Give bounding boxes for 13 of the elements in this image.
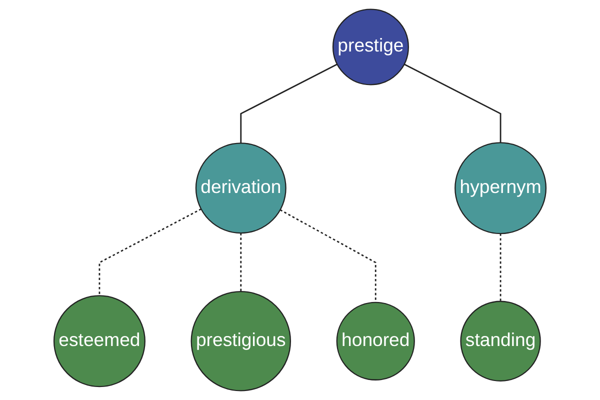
node-circle: esteemed — [53, 295, 146, 388]
connector — [98, 208, 202, 296]
connector — [240, 233, 242, 292]
connector — [500, 234, 502, 302]
node-circle: hypernym — [454, 142, 547, 234]
connector — [240, 64, 338, 144]
node-circle: derivation — [195, 142, 286, 234]
node-circle: prestigious — [190, 291, 292, 392]
connector — [280, 209, 376, 302]
node-circle: prestige — [332, 8, 409, 86]
node-circle: honored — [336, 302, 415, 380]
connector — [404, 64, 502, 143]
node-circle: standing — [460, 300, 541, 382]
